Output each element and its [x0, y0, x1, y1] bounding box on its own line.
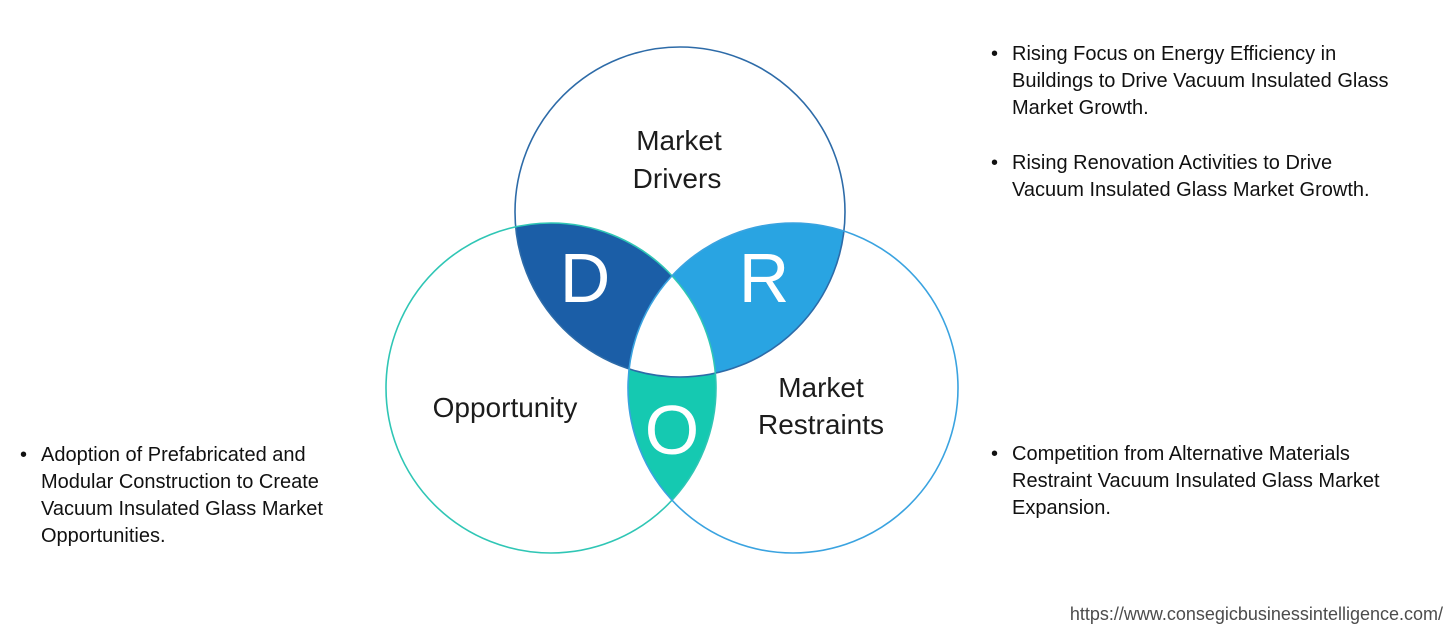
opportunity-bullet-panel: • Adoption of Prefabricated and Modular … — [20, 442, 372, 550]
bullet-icon: • — [991, 152, 999, 174]
drivers-bullet-panel: • Rising Focus on Energy Efficiency in B… — [991, 41, 1391, 204]
venn-diagram: D R O Market Drivers Opportunity Market … — [385, 46, 959, 554]
restraint-bullet-text: Competition from Alternative Materials R… — [1012, 443, 1380, 519]
circle-market-restraints — [627, 222, 959, 554]
label-market-restraints-line1: Market — [778, 372, 864, 403]
overlap-letter-o: O — [645, 391, 699, 469]
overlap-letter-d: D — [560, 239, 611, 317]
source-url: https://www.consegicbusinessintelligence… — [1069, 604, 1443, 624]
circle-opportunity — [385, 222, 717, 554]
label-market-restraints-line2: Restraints — [758, 409, 884, 440]
list-item: • Adoption of Prefabricated and Modular … — [20, 442, 372, 550]
overlap-drivers-restraints — [628, 223, 845, 377]
label-opportunity: Opportunity — [433, 392, 578, 423]
bullet-icon: • — [991, 43, 999, 65]
bullet-icon: • — [991, 443, 999, 465]
circle-market-drivers — [514, 46, 846, 378]
list-item: • Rising Renovation Activities to Drive … — [991, 150, 1391, 204]
list-item: • Competition from Alternative Materials… — [991, 441, 1391, 522]
label-market-drivers-line2: Drivers — [633, 163, 722, 194]
overlap-drivers-opportunity — [515, 223, 716, 377]
restraints-bullet-panel: • Competition from Alternative Materials… — [991, 441, 1391, 522]
driver-bullet-text-2: Rising Renovation Activities to Drive Va… — [1012, 152, 1370, 201]
label-market-drivers-line1: Market — [636, 125, 722, 156]
opportunity-bullet-text: Adoption of Prefabricated and Modular Co… — [41, 444, 323, 547]
driver-bullet-text-1: Rising Focus on Energy Efficiency in Bui… — [1012, 43, 1389, 119]
overlap-letter-r: R — [739, 239, 790, 317]
bullet-icon: • — [20, 444, 28, 466]
list-item: • Rising Focus on Energy Efficiency in B… — [991, 41, 1391, 122]
